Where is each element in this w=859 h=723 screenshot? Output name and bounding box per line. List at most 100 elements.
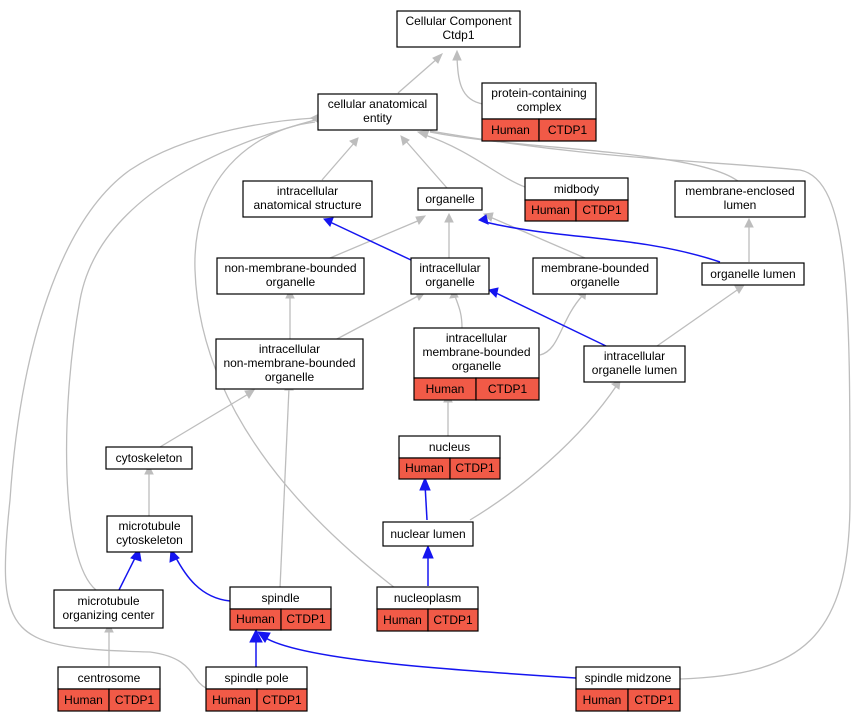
node-organelle[interactable]: organelle <box>417 187 483 211</box>
arrowhead <box>419 476 431 491</box>
gene-label: CTDP1 <box>582 203 622 217</box>
node-label: midbody <box>554 182 599 196</box>
node-organelle-lumen[interactable]: organelle lumen <box>701 262 805 286</box>
node-label: anatomical structure <box>253 198 361 212</box>
node-microtubule-organizing-center[interactable]: microtubule organizing center <box>53 589 164 629</box>
node-label: complex <box>517 100 562 114</box>
node-microtubule-cytoskeleton[interactable]: microtubule cytoskeleton <box>106 515 193 553</box>
node-intracellular-membrane-bounded-organelle[interactable]: intracellular membrane-bounded organelle… <box>413 327 540 401</box>
arrowhead <box>452 49 462 61</box>
node-membrane-enclosed-lumen[interactable]: membrane-enclosed lumen <box>674 180 806 218</box>
edge-cytoskeleton-to-inmbo <box>159 392 251 448</box>
gene-label: CTDP1 <box>115 693 155 707</box>
species-label: Human <box>491 123 530 137</box>
node-label: cellular anatomical <box>328 97 427 111</box>
node-nuclear-lumen[interactable]: nuclear lumen <box>382 521 474 547</box>
node-label: intracellular <box>277 184 338 198</box>
node-label: cytoskeleton <box>116 533 183 547</box>
node-protein-containing-complex[interactable]: protein-containing complex Human CTDP1 <box>481 82 597 142</box>
edge-ol-to-organelle <box>484 221 721 263</box>
arrowhead <box>734 284 745 294</box>
node-label: intracellular <box>419 261 480 275</box>
edge-spindle-to-inmbo <box>279 387 290 589</box>
arrowhead <box>144 464 154 475</box>
node-label: organelle <box>265 370 315 384</box>
node-label: centrosome <box>78 671 141 685</box>
node-label: lumen <box>724 198 757 212</box>
node-label: non-membrane-bounded <box>223 356 355 370</box>
arrowhead <box>400 135 410 146</box>
node-cellular-anatomical-entity[interactable]: cellular anatomical entity <box>317 93 438 131</box>
node-label: organelle lumen <box>592 363 677 377</box>
node-label: non-membrane-bounded <box>224 261 356 275</box>
species-label: Human <box>383 613 422 627</box>
node-label: membrane-bounded <box>541 261 649 275</box>
arrowhead <box>488 287 499 298</box>
gene-label: CTDP1 <box>286 612 326 626</box>
edge-mbo-to-organelle <box>489 216 586 259</box>
arrowhead <box>323 217 334 227</box>
arrowhead <box>169 548 180 563</box>
edge-midbody-to-cae <box>424 134 526 188</box>
node-label: organelle lumen <box>710 267 795 281</box>
node-nucleoplasm[interactable]: nucleoplasm Human CTDP1 <box>376 586 479 632</box>
arrowhead <box>249 628 263 643</box>
node-membrane-bounded-organelle[interactable]: membrane-bounded organelle <box>532 257 658 295</box>
edge-iol-to-ol <box>656 287 741 347</box>
node-spindle-pole[interactable]: spindle pole Human CTDP1 <box>205 666 308 712</box>
node-label: nuclear lumen <box>390 527 465 541</box>
node-label: organelle <box>425 275 475 289</box>
edge-imbo-to-mbo <box>539 294 584 356</box>
arrowhead <box>422 544 434 559</box>
edge-nmbo-to-organelle <box>329 219 421 259</box>
node-label: spindle <box>261 591 299 605</box>
gene-label: CTDP1 <box>634 693 674 707</box>
node-non-membrane-bounded-organelle[interactable]: non-membrane-bounded organelle <box>216 257 365 295</box>
gene-tag <box>575 199 629 222</box>
node-intracellular-organelle-lumen[interactable]: intracellular organelle lumen <box>583 345 686 383</box>
node-spindle-midzone[interactable]: spindle midzone Human CTDP1 <box>575 666 681 712</box>
gene-tag <box>427 608 479 632</box>
gene-tag <box>538 118 597 142</box>
node-label: organizing center <box>62 608 154 622</box>
arrowhead <box>432 53 443 64</box>
node-cellular-component-root[interactable]: Cellular Component Ctdp1 <box>396 10 521 48</box>
edge-io-to-ias <box>329 221 412 261</box>
node-label: Cellular Component <box>405 14 512 28</box>
node-intracellular-anatomical-structure[interactable]: intracellular anatomical structure <box>242 180 373 218</box>
edge-imbo-to-io <box>454 295 463 329</box>
gene-label: CTDP1 <box>262 693 302 707</box>
node-label: microtubule <box>118 519 180 533</box>
node-label: membrane-bounded <box>422 345 530 359</box>
node-midbody[interactable]: midbody Human CTDP1 <box>524 177 629 222</box>
node-label: cytoskeleton <box>116 451 183 465</box>
gene-label: CTDP1 <box>488 382 528 396</box>
node-label: intracellular <box>259 342 320 356</box>
node-label: organelle <box>452 359 502 373</box>
species-label: Human <box>236 612 275 626</box>
node-label: Ctdp1 <box>442 28 474 42</box>
species-label: Human <box>212 693 251 707</box>
node-nucleus[interactable]: nucleus Human CTDP1 <box>398 435 501 480</box>
node-label: organelle <box>266 275 316 289</box>
node-label: membrane-enclosed <box>685 184 794 198</box>
node-intracellular-non-membrane-bounded-organelle[interactable]: intracellular non-membrane-bounded organ… <box>215 338 364 390</box>
gene-tag <box>256 688 308 712</box>
edge-spindle-to-mtc <box>174 555 231 602</box>
node-cytoskeleton[interactable]: cytoskeleton <box>105 446 193 470</box>
arrowhead <box>244 389 255 399</box>
node-spindle[interactable]: spindle Human CTDP1 <box>229 586 332 631</box>
edge-complex-to-root <box>456 56 484 105</box>
node-centrosome[interactable]: centrosome Human CTDP1 <box>57 666 161 712</box>
node-intracellular-organelle[interactable]: intracellular organelle <box>410 257 490 295</box>
edge-midzone-to-cae <box>429 130 851 680</box>
gene-tag <box>475 377 540 401</box>
edge-inmbo-to-io <box>334 294 421 341</box>
edge-mtoc-to-mtc <box>118 555 137 591</box>
edge-cae-to-root <box>397 57 439 94</box>
node-label: nucleus <box>429 440 470 454</box>
edge-mel-to-cae <box>429 131 740 183</box>
edge-iol-to-io <box>495 292 607 347</box>
arrowhead <box>744 217 754 228</box>
